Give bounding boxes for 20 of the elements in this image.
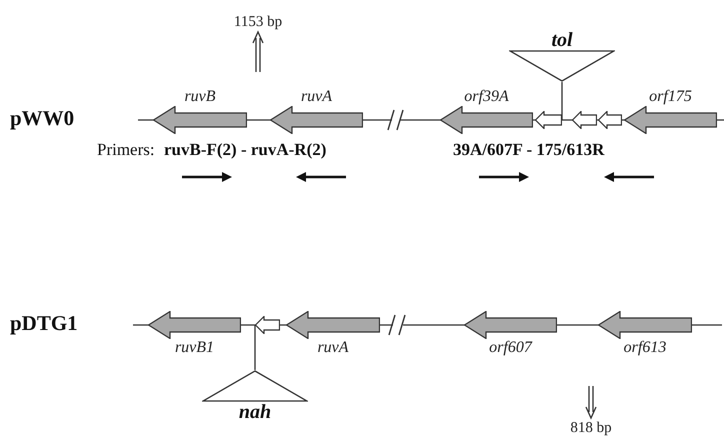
primer-pair: ruvB-F(2) - ruvA-R(2) (164, 140, 326, 160)
plasmid-name: pDTG1 (10, 311, 78, 336)
gene-name: ruvB (184, 88, 216, 106)
gene-name: orf175 (649, 88, 692, 106)
insertion-name: tol (551, 30, 573, 50)
plasmid-name: pWW0 (10, 106, 74, 131)
insertion-line (254, 325, 256, 370)
gene-name: ruvA (317, 339, 349, 357)
fragment-size: 1153 bp (234, 13, 282, 32)
gene-name: orf607 (489, 339, 532, 357)
primers-heading: Primers: (97, 140, 155, 160)
primer-pair: 39A/607F - 175/613R (453, 140, 604, 160)
gene-name: orf39A (464, 88, 509, 106)
insertion-name: nah (238, 402, 272, 422)
fragment-size: 818 bp (570, 419, 612, 438)
gene-name: orf613 (624, 339, 666, 357)
gene-name: ruvB1 (174, 339, 214, 357)
size-arrow (585, 385, 597, 420)
gene-name: ruvA (300, 88, 332, 106)
size-arrow (252, 30, 264, 73)
